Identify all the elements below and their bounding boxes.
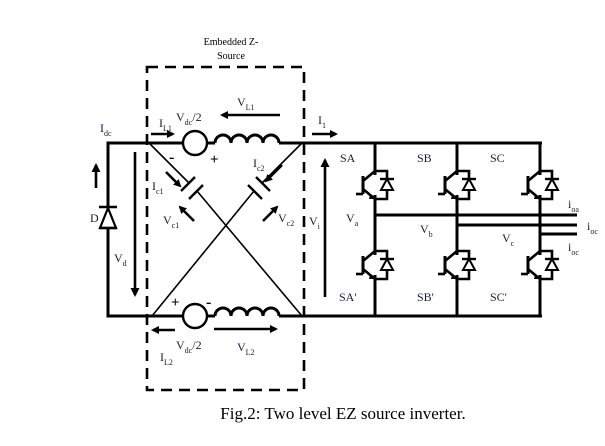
switch-label-sc-prime: SC'	[490, 290, 507, 304]
igbt-switch-icon-sa	[356, 163, 395, 207]
ic1-label: Ic1	[152, 179, 164, 196]
switch-label-sa: SA	[340, 151, 356, 165]
switch-legs	[356, 163, 560, 287]
vc1-label: Vc1	[163, 213, 179, 230]
vc2-arrow	[262, 205, 279, 222]
bottom-rail-l2	[147, 306, 350, 318]
igbt-switch-icon-sa-prime	[356, 243, 395, 287]
source-top-minus: -	[169, 149, 174, 166]
switch-label-sa-prime: SA'	[339, 290, 357, 304]
figure-caption: Fig.2: Two level EZ source inverter.	[220, 404, 465, 423]
switch-label-sb-prime: SB'	[417, 290, 434, 304]
vc2-label: Vc2	[278, 211, 294, 228]
embedded-z-source-box	[145, 65, 306, 392]
igbt-switch-icon-sb	[438, 163, 477, 207]
switch-label-sc: SC	[490, 151, 505, 165]
vi-label: Vi	[309, 214, 321, 231]
iob-label: ioc	[587, 219, 598, 236]
ioc-label: ioc	[568, 240, 579, 257]
va-label: Va	[346, 211, 359, 228]
box-title-line1: Embedded Z-	[204, 37, 259, 48]
voltage-source-top-icon	[181, 129, 209, 157]
ic2-arrow	[264, 164, 283, 183]
source-top-plus: +	[210, 152, 219, 168]
vc-label: Vc	[502, 231, 515, 248]
igbt-switch-icon-sc	[521, 163, 560, 207]
vl1-label: VL1	[237, 95, 255, 112]
il1-label: IL1	[159, 116, 172, 133]
diode-label: D	[90, 211, 99, 225]
vl2-label: VL2	[237, 340, 255, 357]
il2-label: IL2	[160, 350, 173, 367]
i1-label: I1	[318, 113, 326, 130]
top-rail-l1	[147, 133, 350, 145]
idc-label: Idc	[100, 121, 112, 138]
vc1-arrow	[178, 205, 195, 222]
vd-label: Vd	[114, 251, 127, 268]
source-bottom-plus: +	[171, 295, 180, 311]
vdc-top-label: Vdc/2	[176, 110, 202, 127]
voltage-source-bottom-icon	[181, 302, 209, 330]
box-title-line2: Source	[217, 51, 245, 62]
ic1-arrow	[165, 171, 182, 188]
igbt-switch-icon-sc-prime	[521, 243, 560, 287]
vb-label: Vb	[420, 222, 433, 239]
vdc-bottom-label: Vdc/2	[176, 338, 202, 355]
diode-icon	[98, 200, 118, 236]
igbt-switch-icon-sb-prime	[438, 243, 477, 287]
ioa-label: ioa	[568, 197, 579, 214]
output-lines	[375, 213, 577, 236]
ic2-label: Ic2	[253, 156, 265, 173]
switch-label-sb: SB	[417, 151, 432, 165]
capacitor-c1-branch	[148, 142, 303, 317]
capacitor-c2-branch	[151, 142, 303, 317]
source-bottom-minus: -	[206, 294, 211, 311]
